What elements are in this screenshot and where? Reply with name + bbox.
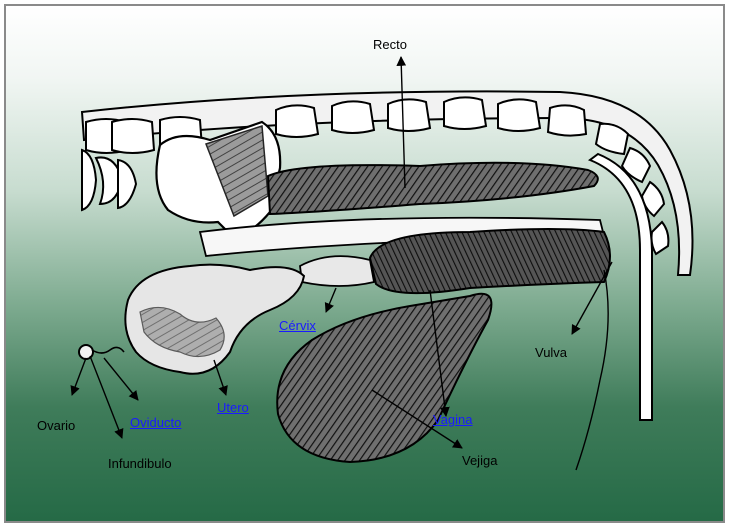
label-vejiga: Vejiga (462, 453, 497, 468)
link-cervix[interactable]: Cérvix (279, 318, 316, 333)
label-ovario: Ovario (37, 418, 75, 433)
vagina (370, 229, 610, 293)
link-utero[interactable]: Utero (217, 400, 249, 415)
rectum (268, 163, 598, 214)
pelvis (156, 122, 280, 236)
cervix (300, 256, 374, 286)
label-recto: Recto (373, 37, 407, 52)
label-infundibulo: Infundibulo (108, 456, 172, 471)
label-vulva: Vulva (535, 345, 567, 360)
link-oviducto[interactable]: Oviducto (130, 415, 181, 430)
link-vagina[interactable]: Vagina (433, 412, 473, 427)
